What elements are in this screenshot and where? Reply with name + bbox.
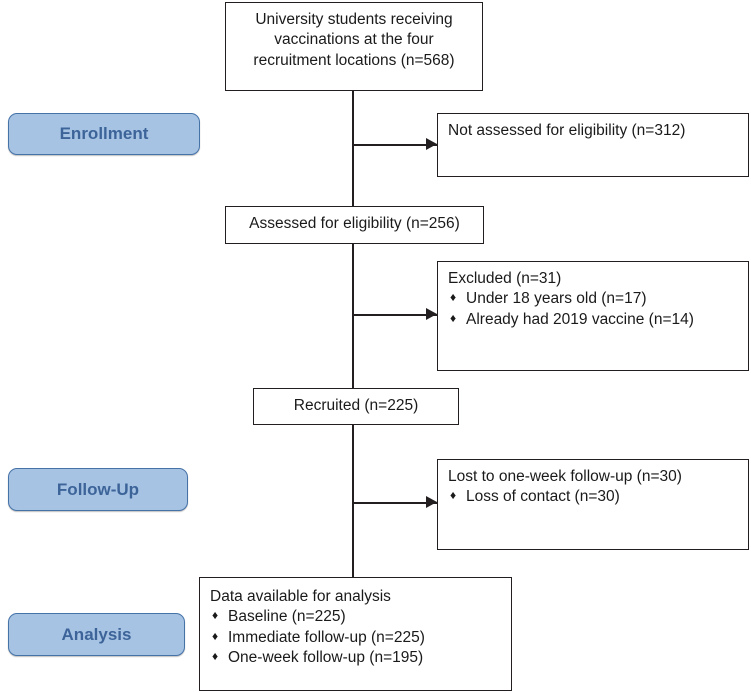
stage-badge-analysis: Analysis [8,613,185,656]
stage-badge-enrollment: Enrollment [8,113,200,155]
arrowhead-excluded [426,308,437,320]
list-item: ♦ Under 18 years old (n=17) [448,289,738,309]
arrowhead-lost [426,496,437,508]
node-assessed-heading: Assessed for eligibility (n=256) [249,215,460,232]
diamond-bullet-icon: ♦ [212,608,219,623]
node-source-line-3: recruitment locations (n=568) [253,51,455,69]
list-item: ♦ Baseline (n=225) [210,607,501,627]
node-source-line-1: University students receiving [255,11,453,28]
stage-badge-analysis-label: Analysis [61,624,132,644]
list-item-label: Already had 2019 vaccine (n=14) [466,310,694,328]
stage-badge-enrollment-label: Enrollment [59,124,149,143]
node-excluded: Excluded (n=31) ♦ Under 18 years old (n=… [437,261,749,371]
node-lost-to-follow-up: Lost to one-week follow-up (n=30) ♦ Loss… [437,459,749,550]
diamond-bullet-icon: ♦ [450,310,457,325]
node-not-assessed: Not assessed for eligibility (n=312) [437,113,749,177]
list-item-label: Loss of contact (n=30) [466,488,620,506]
node-lost-list: ♦ Loss of contact (n=30) [448,487,738,507]
diamond-bullet-icon: ♦ [450,488,457,503]
list-item: ♦ Already had 2019 vaccine (n=14) [448,310,738,330]
connector-source-to-assessed [352,90,354,206]
list-item-label: Baseline (n=225) [228,608,346,626]
list-item: ♦ Immediate follow-up (n=225) [210,628,501,648]
node-lost-heading: Lost to one-week follow-up (n=30) [448,468,682,485]
node-not-assessed-heading: Not assessed for eligibility (n=312) [448,122,686,139]
node-analysis-heading: Data available for analysis [210,588,391,605]
node-recruited-heading: Recruited (n=225) [293,397,419,414]
stage-badge-follow-up-label: Follow-Up [56,479,140,499]
node-excluded-list: ♦ Under 18 years old (n=17) ♦ Already ha… [448,289,738,330]
node-assessed: Assessed for eligibility (n=256) [225,206,484,244]
node-excluded-heading: Excluded (n=31) [448,270,562,287]
connector-branch-not-assessed [352,144,438,146]
node-data-available-for-analysis: Data available for analysis ♦ Baseline (… [199,577,512,691]
list-item-label: One-week follow-up (n=195) [228,649,424,667]
list-item: ♦ One-week follow-up (n=195) [210,648,501,668]
node-analysis-list: ♦ Baseline (n=225) ♦ Immediate follow-up… [210,607,501,668]
stage-badge-follow-up: Follow-Up [8,468,188,511]
connector-branch-excluded [352,314,438,316]
connector-recruited-to-analysis [352,424,354,579]
node-source-line-2: vaccinations at the four [274,31,434,49]
node-source-population: University students receiving vaccinatio… [225,2,483,91]
list-item: ♦ Loss of contact (n=30) [448,487,738,507]
connector-branch-lost [352,502,438,504]
arrowhead-not-assessed [426,138,437,150]
node-recruited: Recruited (n=225) [253,388,459,425]
list-item-label: Immediate follow-up (n=225) [228,628,425,646]
diamond-bullet-icon: ♦ [212,628,219,643]
diamond-bullet-icon: ♦ [450,290,457,305]
list-item-label: Under 18 years old (n=17) [466,290,647,308]
connector-assessed-to-recruited [352,244,354,390]
diamond-bullet-icon: ♦ [212,649,219,664]
